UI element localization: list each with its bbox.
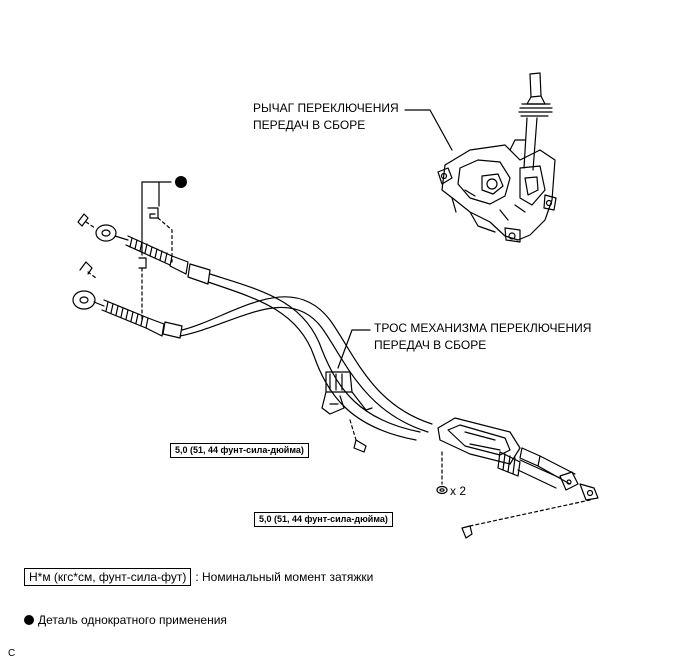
mid-cable-bracket-drawing bbox=[321, 371, 373, 453]
single-use-dot-icon bbox=[24, 615, 34, 625]
upper-cable-end-drawing bbox=[77, 213, 211, 285]
transmission-bracket-drawing bbox=[436, 417, 599, 539]
single-use-clip-group bbox=[138, 176, 187, 321]
torque-legend: Н*м (кгс*см, фунт-сила-фут): Номинальный… bbox=[24, 568, 374, 586]
cable-runs bbox=[179, 273, 433, 441]
torque-spec-lower: 5,0 (51, 44 фунт-сила-дюйма) bbox=[254, 512, 393, 527]
lower-cable-end-drawing bbox=[72, 261, 183, 339]
torque-legend-desc: : Номинальный момент затяжки bbox=[195, 570, 374, 584]
torque-spec-upper: 5,0 (51, 44 фунт-сила-дюйма) bbox=[170, 443, 309, 458]
shift-lever-label-line2: ПЕРЕДАЧ В СБОРЕ bbox=[253, 118, 366, 132]
torque-units-box: Н*м (кгс*см, фунт-сила-фут) bbox=[24, 568, 192, 586]
cable-label-line1: ТРОС МЕХАНИЗМА ПЕРЕКЛЮЧЕНИЯ bbox=[374, 321, 592, 335]
washer-count: x 2 bbox=[450, 484, 467, 498]
cable-leader bbox=[337, 329, 371, 369]
single-use-legend: Деталь однократного применения bbox=[24, 612, 227, 628]
shift-lever-leader bbox=[404, 109, 453, 151]
figure-code: C bbox=[8, 648, 16, 659]
cable-label-line2: ПЕРЕДАЧ В СБОРЕ bbox=[374, 338, 487, 352]
shift-lever-label-line1: РЫЧАГ ПЕРЕКЛЮЧЕНИЯ bbox=[253, 101, 399, 115]
single-use-marker-icon bbox=[175, 176, 187, 188]
single-use-legend-text: Деталь однократного применения bbox=[38, 613, 227, 627]
shift-lever-assembly-drawing bbox=[437, 72, 557, 243]
